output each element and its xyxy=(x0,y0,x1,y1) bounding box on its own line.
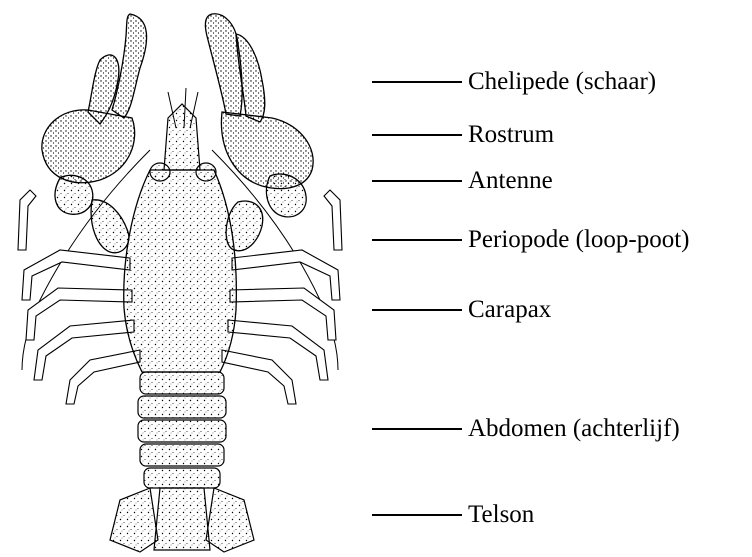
telson-tail-fan xyxy=(110,488,254,552)
crayfish-illustration xyxy=(0,0,370,557)
label-rostrum: Rostrum xyxy=(372,120,554,150)
label-antenne: Antenne xyxy=(372,166,553,196)
left-chelipede xyxy=(42,14,147,253)
label-abdomen: Abdomen (achterlijf) xyxy=(372,414,680,444)
carapace xyxy=(124,170,237,372)
label-text-periopode: Periopode (loop-poot) xyxy=(468,225,689,255)
label-telson: Telson xyxy=(372,500,534,530)
label-text-carapax: Carapax xyxy=(468,295,551,325)
leader-line xyxy=(372,239,462,241)
label-text-abdomen: Abdomen (achterlijf) xyxy=(468,414,680,444)
leader-line xyxy=(372,309,462,311)
leader-line xyxy=(372,134,462,136)
label-text-rostrum: Rostrum xyxy=(468,120,554,150)
label-text-telson: Telson xyxy=(468,500,534,530)
leader-line xyxy=(372,180,462,182)
label-periopode: Periopode (loop-poot) xyxy=(372,225,689,255)
label-carapax: Carapax xyxy=(372,295,551,325)
leader-line xyxy=(372,81,462,83)
label-text-chelipede: Chelipede (schaar) xyxy=(468,67,656,97)
label-chelipede: Chelipede (schaar) xyxy=(372,67,656,97)
abdomen xyxy=(138,372,226,488)
leader-line xyxy=(372,428,462,430)
leader-line xyxy=(372,514,462,516)
label-text-antenne: Antenne xyxy=(468,166,553,196)
